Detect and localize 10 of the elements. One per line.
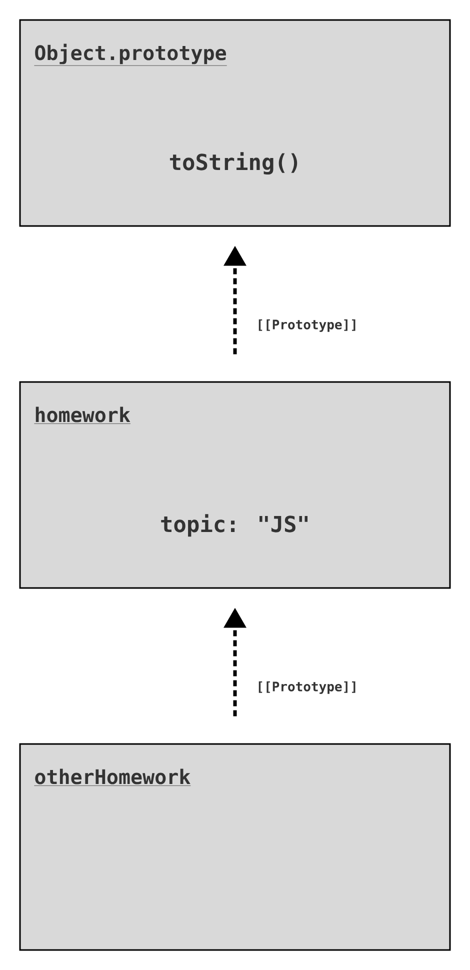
object-box bbox=[19, 19, 451, 227]
object-name: Object.prototype bbox=[34, 44, 228, 66]
object-box bbox=[19, 743, 451, 951]
property-text: toString() bbox=[170, 152, 298, 175]
edge-label: [[Prototype]] bbox=[255, 318, 359, 333]
object-name: otherHomework bbox=[34, 768, 191, 786]
edge-label: [[Prototype]] bbox=[255, 680, 359, 695]
object-name: homework bbox=[34, 406, 131, 424]
object-box bbox=[19, 381, 451, 589]
property-text: topic: "JS" bbox=[161, 514, 308, 537]
